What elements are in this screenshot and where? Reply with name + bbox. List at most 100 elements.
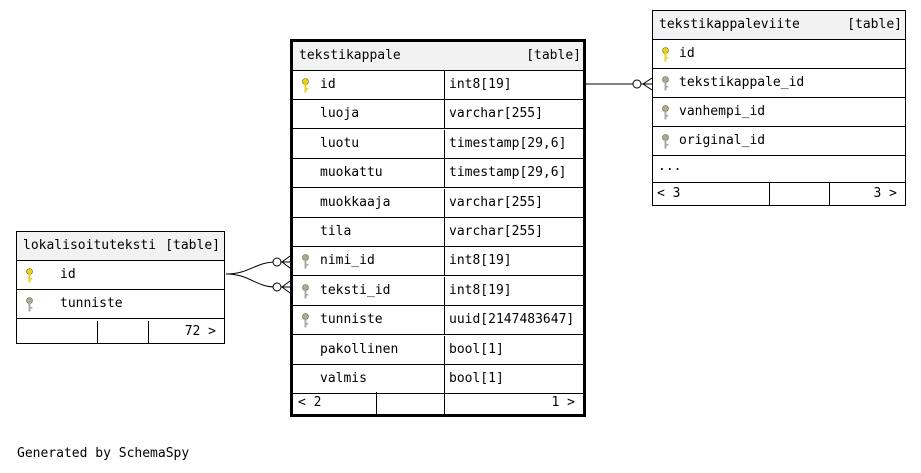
- children-count[interactable]: 3 >: [873, 186, 897, 201]
- column-row-muokattu[interactable]: muokattu timestamp[29,6]: [293, 159, 583, 189]
- primary-key-icon: [26, 268, 33, 283]
- parents-count[interactable]: < 2: [298, 395, 322, 410]
- table-type: [table]: [847, 17, 902, 32]
- column-name: original_id: [679, 133, 766, 148]
- column-divider: [444, 159, 445, 188]
- column-row-pakollinen[interactable]: pakollinen bool[1]: [293, 335, 583, 365]
- column-datatype: timestamp[29,6]: [449, 165, 567, 181]
- column-row-vanhempi_id[interactable]: vanhempi_id: [653, 98, 905, 127]
- column-name: tunniste: [320, 312, 383, 328]
- link-optional-circle: [272, 282, 282, 292]
- link-optional-circle: [632, 79, 642, 89]
- footer-divider: [97, 321, 98, 343]
- column-row-muokkaaja[interactable]: muokkaaja varchar[255]: [293, 188, 583, 218]
- column-name: id: [60, 267, 76, 282]
- column-row-luotu[interactable]: luotu timestamp[29,6]: [293, 129, 583, 159]
- column-name: vanhempi_id: [679, 104, 766, 119]
- column-divider: [444, 247, 445, 276]
- foreign-key-icon: [302, 254, 309, 269]
- table-footer: < 2 1 >: [293, 392, 583, 414]
- column-datatype: bool[1]: [449, 371, 504, 386]
- table-name: tekstikappale: [299, 48, 401, 63]
- table-type: [table]: [526, 48, 581, 63]
- column-row-tunniste[interactable]: tunniste uuid[2147483647]: [293, 306, 583, 336]
- column-name: valmis: [320, 371, 367, 386]
- foreign-key-icon: [302, 283, 309, 299]
- foreign-key-icon: [302, 313, 309, 328]
- column-row-tila[interactable]: tila varchar[255]: [293, 218, 583, 247]
- link-optional-circle: [272, 257, 282, 267]
- column-datatype: timestamp[29,6]: [449, 135, 567, 151]
- column-divider: [444, 365, 445, 393]
- link-crowfoot: [281, 255, 291, 269]
- primary-key-icon: [302, 78, 309, 93]
- more-columns: ...: [653, 156, 905, 183]
- column-divider: [444, 100, 445, 129]
- column-row[interactable]: id: [17, 261, 224, 290]
- footer-divider: [376, 392, 377, 414]
- children-count[interactable]: 72 >: [184, 324, 216, 339]
- foreign-key-icon: [662, 134, 669, 149]
- column-name: nimi_id: [320, 253, 375, 269]
- column-row-original_id[interactable]: original_id: [653, 127, 905, 156]
- column-name: luotu: [320, 135, 360, 151]
- column-name: tila: [320, 224, 352, 239]
- column-divider: [444, 129, 445, 158]
- column-datatype: int8[19]: [449, 282, 512, 298]
- table-header: lokalisoituteksti [table]: [17, 232, 224, 261]
- column-divider: [444, 335, 445, 364]
- foreign-key-icon: [662, 105, 669, 120]
- generated-by-footer: Generated by SchemaSpy: [17, 446, 190, 461]
- column-divider: [444, 276, 445, 305]
- link-crowfoot: [642, 77, 653, 91]
- footer-divider: [148, 321, 149, 343]
- column-name: muokkaaja: [320, 194, 391, 210]
- column-name: tunniste: [60, 296, 123, 311]
- column-row-luoja[interactable]: luoja varchar[255]: [293, 100, 583, 130]
- column-name: pakollinen: [320, 341, 399, 357]
- table-header: tekstikappale [table]: [293, 42, 583, 71]
- table-name: lokalisoituteksti: [23, 238, 157, 253]
- parents-count[interactable]: < 3: [657, 186, 681, 201]
- column-name: teksti_id: [320, 282, 391, 298]
- column-divider: [444, 188, 445, 217]
- column-name: id: [679, 46, 695, 61]
- column-row-teksti_id[interactable]: teksti_id int8[19]: [293, 276, 583, 306]
- column-row-valmis[interactable]: valmis bool[1]: [293, 365, 583, 394]
- footer-divider: [829, 183, 830, 205]
- table-type: [table]: [165, 238, 220, 253]
- column-datatype: varchar[255]: [449, 106, 543, 122]
- table-header: tekstikappaleviite [table]: [653, 11, 905, 40]
- primary-key-icon: [662, 47, 669, 62]
- column-row-id[interactable]: id: [653, 40, 905, 69]
- column-divider: [444, 306, 445, 335]
- column-datatype: varchar[255]: [449, 224, 543, 239]
- table-footer: < 3 3 >: [653, 183, 905, 205]
- table-lokalisoituteksti[interactable]: lokalisoituteksti [table] id tunniste 72…: [16, 231, 225, 344]
- more-indicator: ...: [658, 159, 682, 174]
- link-crowfoot: [281, 280, 291, 294]
- column-datatype: int8[19]: [449, 253, 512, 269]
- table-tekstikappaleviite[interactable]: tekstikappaleviite [table] id tekstikappa…: [652, 10, 906, 206]
- table-name: tekstikappaleviite: [659, 17, 800, 32]
- column-divider: [444, 218, 445, 246]
- column-divider: [444, 71, 445, 99]
- column-row-tekstikappale_id[interactable]: tekstikappale_id: [653, 69, 905, 98]
- column-name: luoja: [320, 106, 360, 122]
- column-row-nimi_id[interactable]: nimi_id int8[19]: [293, 247, 583, 277]
- children-count[interactable]: 1 >: [551, 395, 575, 410]
- column-datatype: varchar[255]: [449, 194, 543, 210]
- column-row[interactable]: tunniste: [17, 290, 224, 319]
- footer-divider: [769, 183, 770, 205]
- footer-divider: [444, 392, 445, 414]
- foreign-key-icon: [662, 76, 669, 91]
- column-datatype: uuid[2147483647]: [449, 312, 575, 328]
- column-name: id: [320, 77, 336, 92]
- column-name: muokattu: [320, 165, 383, 181]
- column-name: tekstikappale_id: [679, 75, 805, 90]
- column-datatype: bool[1]: [449, 341, 504, 357]
- table-footer: 72 >: [17, 321, 224, 343]
